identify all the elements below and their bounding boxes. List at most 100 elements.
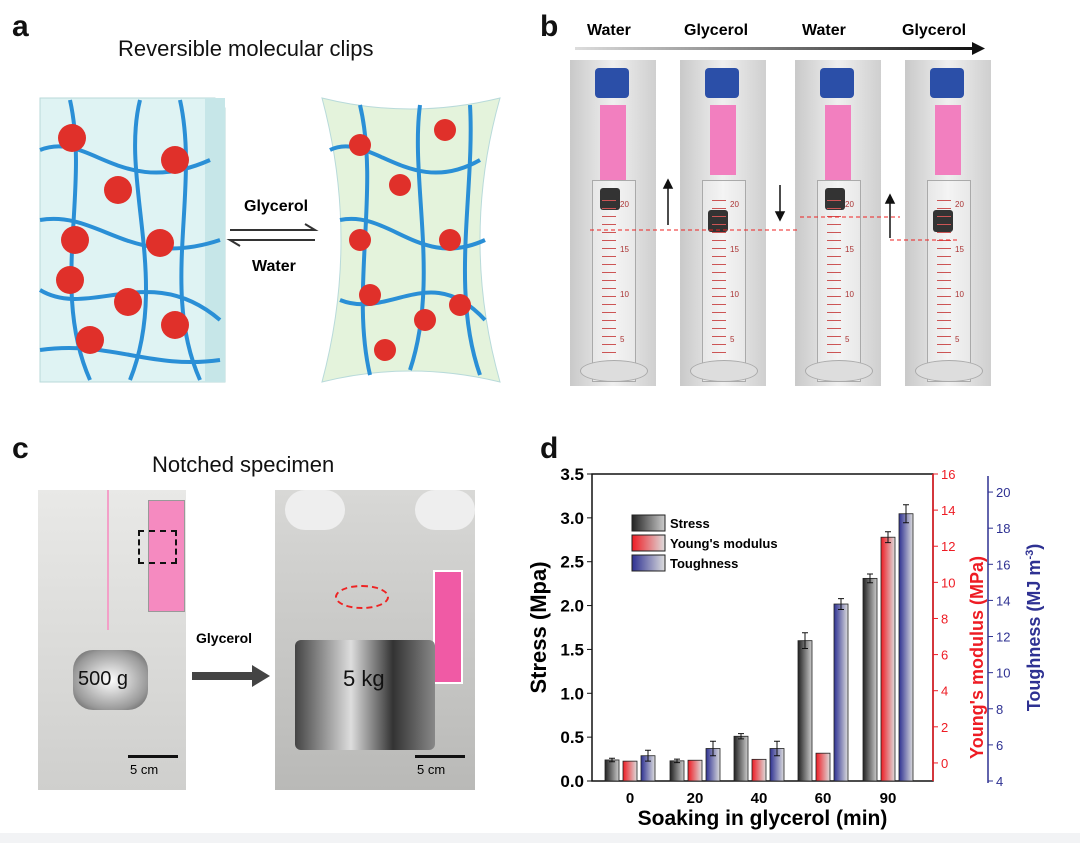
young-modulus-bar bbox=[815, 752, 831, 782]
young-tick-label: 8 bbox=[941, 611, 948, 626]
panel-d-label: d bbox=[540, 432, 559, 465]
x-tick-label: 60 bbox=[815, 790, 832, 807]
cylinder-tick-label: 20 bbox=[845, 200, 854, 209]
panel-c-title: Notched specimen bbox=[152, 452, 335, 477]
young-tick-label: 2 bbox=[941, 720, 948, 735]
cylinder-tick-label: 5 bbox=[620, 335, 625, 344]
x-tick-label: 0 bbox=[626, 790, 634, 807]
toughness-tick-label: 12 bbox=[996, 630, 1010, 645]
stress-bar bbox=[733, 735, 749, 782]
error-bar bbox=[838, 598, 844, 610]
legend-swatch bbox=[631, 554, 666, 572]
error-bar bbox=[802, 632, 808, 650]
cylinder-tick-label: 5 bbox=[845, 335, 850, 344]
reverse-label: Water bbox=[252, 258, 296, 275]
toughness-tick-label: 16 bbox=[996, 557, 1010, 572]
young-modulus-bar bbox=[687, 759, 703, 782]
toughness-tick-label: 6 bbox=[996, 738, 1003, 753]
weight-label-5kg: 5 kg bbox=[343, 666, 385, 691]
legend-label: Toughness bbox=[670, 556, 738, 571]
x-tick-label: 90 bbox=[880, 790, 897, 807]
error-bar bbox=[674, 758, 680, 764]
cylinder-tick-label: 10 bbox=[845, 290, 854, 299]
cylinder-photo: 20 15 10 5 bbox=[680, 60, 766, 386]
scale-bar-label-2: 5 cm bbox=[417, 762, 446, 777]
weight-label-500g: 500 g bbox=[78, 668, 129, 690]
error-bar bbox=[885, 531, 891, 544]
stress-bar bbox=[604, 759, 620, 782]
panel-a-label: a bbox=[12, 10, 29, 43]
young-tick-label: 4 bbox=[941, 684, 948, 699]
x-tick-label: 40 bbox=[751, 790, 768, 807]
scale-bar-label-1: 5 cm bbox=[130, 762, 159, 777]
sequence-step-2: Glycerol bbox=[684, 22, 749, 39]
toughness-bar bbox=[833, 603, 849, 782]
x-tick-label: 20 bbox=[687, 790, 704, 807]
molecular-network-illustration bbox=[38, 97, 501, 383]
cylinder-tick-label: 10 bbox=[620, 290, 629, 299]
young-modulus-bar bbox=[751, 758, 767, 782]
y-tick-label: 1.5 bbox=[560, 640, 584, 659]
photo-500g-weight: 500 g 5 cm bbox=[38, 490, 186, 790]
cylinder-photo: 20 15 10 5 bbox=[570, 60, 656, 386]
glycerol-arrow-label: Glycerol bbox=[196, 630, 253, 646]
cylinder-tick-label: 10 bbox=[730, 290, 739, 299]
toughness-tick-label: 20 bbox=[996, 485, 1010, 500]
young-tick-label: 6 bbox=[941, 648, 948, 663]
cylinder-tick-label: 20 bbox=[620, 200, 629, 209]
legend-swatch bbox=[631, 514, 666, 532]
y-tick-label: 1.0 bbox=[560, 684, 584, 703]
toughness-tick-label: 10 bbox=[996, 666, 1010, 681]
y-tick-label: 0.0 bbox=[560, 772, 584, 791]
young-modulus-bar bbox=[622, 760, 638, 782]
sequence-step-4: Glycerol bbox=[902, 22, 967, 39]
y-axis-title: Stress (Mpa) bbox=[526, 561, 551, 693]
error-bar bbox=[609, 757, 615, 763]
legend-label: Stress bbox=[670, 516, 710, 531]
cylinder-tick-label: 15 bbox=[730, 245, 739, 254]
young-tick-label: 10 bbox=[941, 575, 955, 590]
error-bar bbox=[645, 749, 651, 762]
forward-label: Glycerol bbox=[244, 198, 309, 215]
cylinder-tick-label: 15 bbox=[620, 245, 629, 254]
cylinder-tick-label: 5 bbox=[955, 335, 960, 344]
cylinder-tick-label: 20 bbox=[955, 200, 964, 209]
y-tick-label: 0.5 bbox=[560, 728, 584, 747]
legend-label: Young's modulus bbox=[670, 536, 778, 551]
error-bar bbox=[738, 733, 744, 740]
x-axis-title: Soaking in glycerol (min) bbox=[638, 807, 888, 830]
y-tick-label: 3.0 bbox=[560, 509, 584, 528]
young-tick-label: 0 bbox=[941, 756, 948, 771]
stress-bar bbox=[669, 760, 685, 782]
toughness-axis-title: Toughness (MJ m-3) bbox=[1024, 544, 1044, 711]
hydrogel-cube-swollen bbox=[38, 97, 226, 383]
level-markers bbox=[590, 178, 960, 241]
sequence-step-1: Water bbox=[587, 22, 631, 39]
error-bar bbox=[710, 740, 716, 757]
footer-bar bbox=[0, 833, 1080, 843]
toughness-tick-label: 14 bbox=[996, 593, 1010, 608]
stress-bar bbox=[797, 640, 813, 782]
young-axis-title: Young's modulus (MPa) bbox=[967, 556, 987, 759]
toughness-tick-label: 4 bbox=[996, 774, 1003, 789]
toughness-bar bbox=[898, 513, 914, 782]
toughness-tick-label: 8 bbox=[996, 702, 1003, 717]
legend-swatch bbox=[631, 534, 666, 552]
toughness-tick-label: 18 bbox=[996, 521, 1010, 536]
sequence-step-3: Water bbox=[802, 22, 846, 39]
cylinder-tick-label: 20 bbox=[730, 200, 739, 209]
cylinder-tick-label: 5 bbox=[730, 335, 735, 344]
y-tick-label: 3.5 bbox=[560, 465, 584, 484]
error-bar bbox=[903, 504, 909, 524]
panel-c-label: c bbox=[12, 432, 29, 465]
young-tick-label: 12 bbox=[941, 539, 955, 554]
y-tick-label: 2.5 bbox=[560, 553, 584, 572]
y-tick-label: 2.0 bbox=[560, 597, 584, 616]
cylinder-tick-label: 10 bbox=[955, 290, 964, 299]
hydrogel-cube-shrunk bbox=[321, 97, 501, 383]
young-tick-label: 14 bbox=[941, 503, 955, 518]
young-tick-label: 16 bbox=[941, 467, 955, 482]
